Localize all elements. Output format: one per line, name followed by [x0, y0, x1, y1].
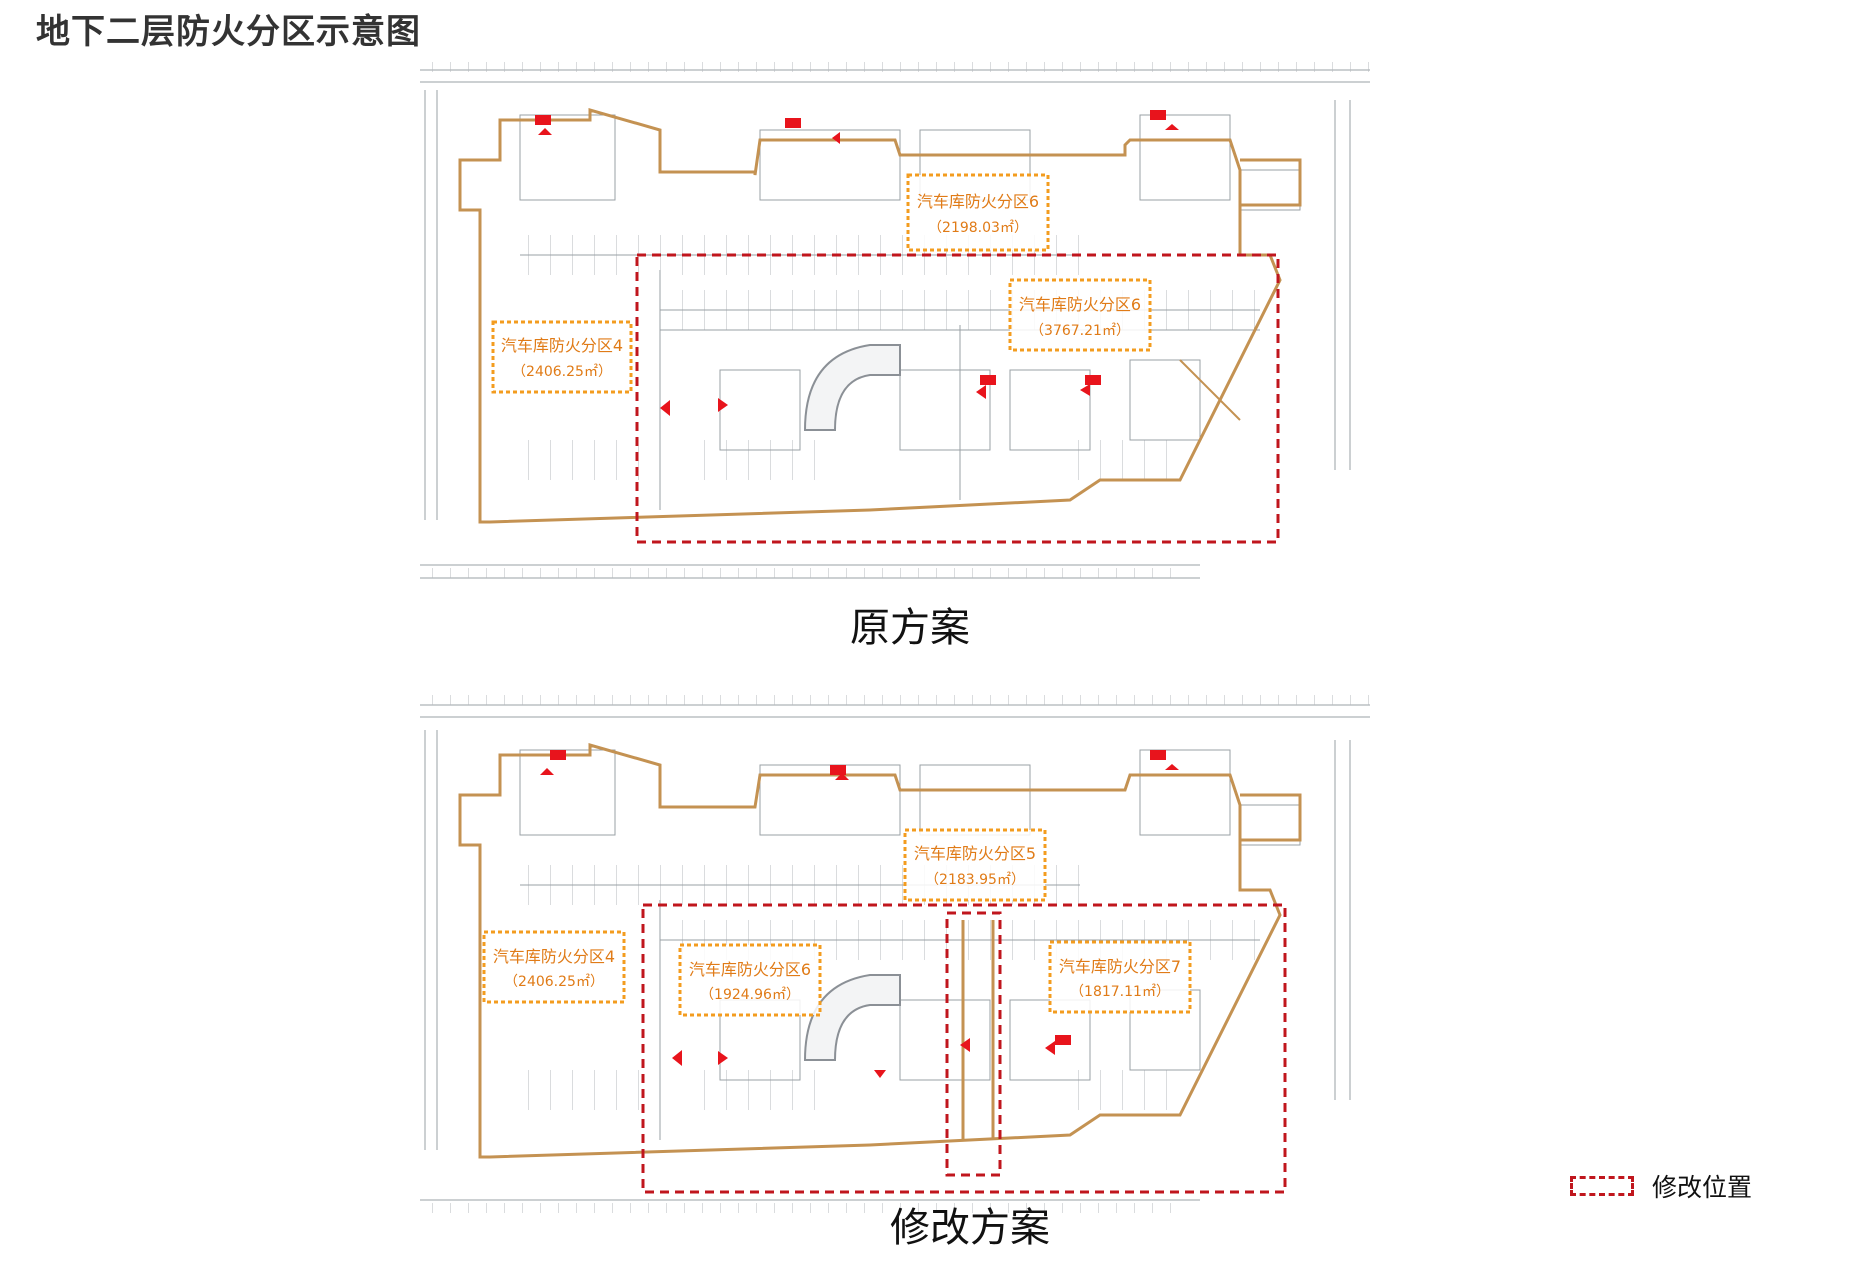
- modified-plan-drawing: 汽车库防火分区5 （2183.95㎡） 汽车库防火分区4 （2406.25㎡） …: [420, 695, 1370, 1213]
- zone-area: （2406.25㎡）: [512, 364, 612, 380]
- fire-zone-label: 汽车库防火分区6 （1924.96㎡）: [678, 943, 822, 1017]
- original-plan-drawing: 汽车库防火分区6 （2198.03㎡） 汽车库防火分区6 （3767.21㎡） …: [420, 62, 1370, 579]
- modification-area-box: [945, 911, 1002, 1177]
- red-arrow-exit-icon: [1045, 1035, 1071, 1055]
- red-arrow-exit-icon: [1080, 375, 1101, 396]
- fire-zone-label: 汽车库防火分区4 （2406.25㎡）: [482, 930, 626, 1004]
- zone-name: 汽车库防火分区4: [501, 336, 623, 355]
- zone-name: 汽车库防火分区6: [1019, 295, 1141, 314]
- modified-plan-caption: 修改方案: [890, 1205, 1050, 1251]
- fire-zone-label: 汽车库防火分区6 （3767.21㎡）: [1008, 278, 1152, 352]
- zone-name: 汽车库防火分区6: [689, 960, 811, 979]
- fire-zone-label: 汽车库防火分区7 （1817.11㎡）: [1048, 940, 1192, 1014]
- red-arrow-exit-icon: [1150, 110, 1179, 130]
- fire-zone-label: 汽车库防火分区5 （2183.95㎡）: [903, 828, 1047, 902]
- zone-name: 汽车库防火分区4: [493, 947, 615, 966]
- legend-label: 修改位置: [1652, 1173, 1753, 1202]
- zone-name: 汽车库防火分区5: [914, 844, 1036, 863]
- red-arrow-exit-icon: [960, 1038, 970, 1052]
- zone-area: （2198.03㎡）: [928, 220, 1028, 236]
- zone-area: （1817.11㎡）: [1070, 984, 1170, 1000]
- red-arrow-exit-icon: [830, 765, 849, 780]
- fire-zone-label: 汽车库防火分区4 （2406.25㎡）: [491, 320, 633, 394]
- exit-markers: [540, 750, 1179, 1078]
- modification-area-box: [641, 903, 1287, 1194]
- legend: 修改位置: [1570, 1168, 1752, 1204]
- dashed-red-rectangle-icon: [1570, 1176, 1634, 1196]
- zone-name: 汽车库防火分区7: [1059, 957, 1181, 976]
- red-arrow-exit-icon: [672, 1050, 682, 1066]
- zone-area: （2406.25㎡）: [504, 974, 604, 990]
- zone-name: 汽车库防火分区6: [917, 192, 1039, 211]
- modification-area-box: [635, 253, 1280, 544]
- red-arrow-exit-icon: [660, 400, 670, 416]
- zone-area: （1924.96㎡）: [700, 987, 800, 1003]
- zone-area: （2183.95㎡）: [925, 872, 1025, 888]
- red-arrow-exit-icon: [535, 115, 552, 135]
- building-outline: [458, 743, 1282, 1159]
- red-arrow-exit-icon: [1150, 750, 1179, 770]
- red-arrow-exit-icon: [540, 750, 566, 775]
- page-title: 地下二层防火分区示意图: [36, 12, 421, 52]
- exit-markers: [535, 110, 1179, 416]
- red-arrow-exit-icon: [718, 398, 728, 412]
- building-outline: [458, 108, 1282, 524]
- original-plan-caption: 原方案: [850, 605, 970, 651]
- red-arrow-exit-icon: [874, 1070, 886, 1078]
- fire-zone-label: 汽车库防火分区6 （2198.03㎡）: [906, 173, 1050, 252]
- zone-area: （3767.21㎡）: [1030, 323, 1130, 339]
- red-arrow-exit-icon: [785, 118, 840, 144]
- red-arrow-exit-icon: [718, 1051, 728, 1065]
- red-arrow-exit-icon: [976, 375, 996, 399]
